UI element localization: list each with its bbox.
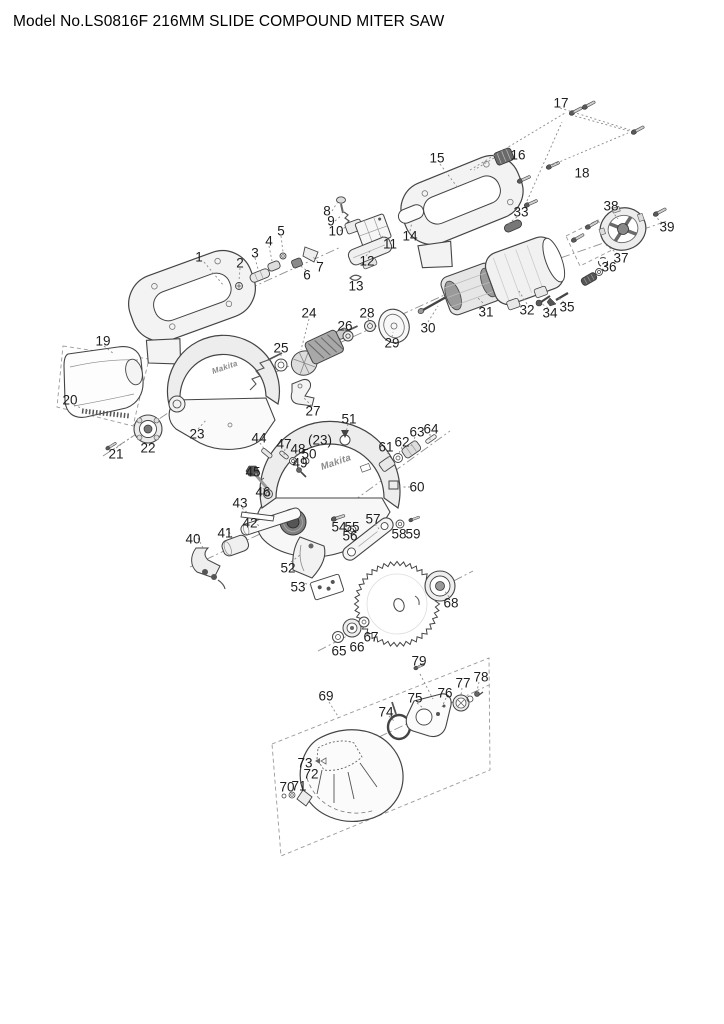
bracket <box>191 547 221 579</box>
fan-cover <box>598 205 647 251</box>
blade-guard-assembly <box>281 691 484 822</box>
screw-cap <box>336 196 346 204</box>
brand-logo-upper: Makita <box>211 359 239 376</box>
flat-bar <box>240 511 275 522</box>
bearing-retainer <box>133 414 163 444</box>
brush-holder <box>290 379 315 407</box>
blade-case-upper: Makita <box>166 334 283 450</box>
switch-parts <box>336 196 425 281</box>
baffle-plate <box>378 308 410 344</box>
knurled-knob <box>493 147 515 166</box>
housing-screws <box>535 206 668 307</box>
lever-parts <box>292 513 421 601</box>
circlip <box>597 256 609 268</box>
diagram-title: Model No.LS0816F 216MM SLIDE COMPOUND MI… <box>13 13 445 30</box>
dust-bag <box>63 346 144 419</box>
safety-cover <box>299 729 404 822</box>
leader-lines <box>73 107 663 723</box>
wing-clip <box>315 758 320 764</box>
blade-case-central: Makita <box>255 420 437 558</box>
spring <box>343 211 350 225</box>
armature-assembly <box>274 294 449 407</box>
pin <box>504 219 522 233</box>
link-arm <box>342 517 394 561</box>
label-plate <box>397 204 425 224</box>
slide-parts <box>191 507 302 590</box>
spindle-spring <box>249 359 269 391</box>
saw-blade <box>353 560 441 648</box>
plate-60 <box>388 480 399 490</box>
top-screws <box>493 99 646 233</box>
blade-flanges <box>332 570 456 671</box>
elastic-band <box>81 408 131 419</box>
motor-housing <box>484 236 566 311</box>
clip <box>349 274 362 281</box>
brand-logo-central: Makita <box>319 452 352 473</box>
handle-housing-right <box>400 154 524 269</box>
guard-assembly-box <box>271 657 491 857</box>
through-bolt <box>422 294 449 312</box>
field-stator <box>440 262 502 316</box>
